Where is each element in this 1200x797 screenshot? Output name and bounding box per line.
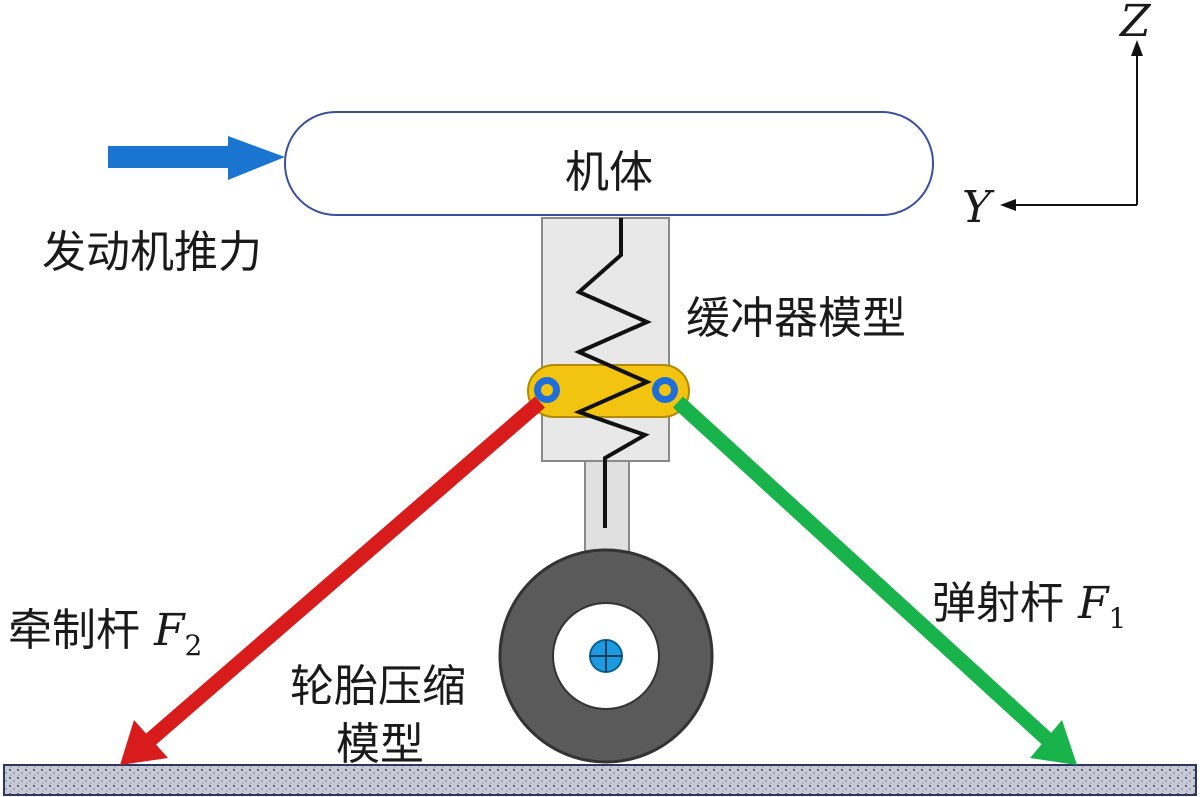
holdback-bar-text: 牵制杆	[8, 605, 140, 656]
fuselage-body	[284, 111, 934, 216]
catapult-bar-text: 弹射杆	[932, 578, 1064, 629]
thrust-arrow	[108, 136, 285, 180]
body-label: 机体	[565, 147, 653, 198]
wheel	[498, 548, 714, 764]
tire-model-label-line1: 轮胎压缩	[290, 661, 466, 712]
left-pin	[534, 377, 560, 403]
z-axis-label: Z	[1120, 0, 1151, 47]
coordinate-axes	[1000, 40, 1143, 211]
holdback-label: 牵制杆 F2	[8, 594, 202, 662]
catapult-arrow	[672, 396, 1077, 765]
engine-thrust-label: 发动机推力	[42, 227, 262, 278]
catapult-force-subscript: 1	[1108, 602, 1127, 635]
shock-absorber-label: 缓冲器模型	[686, 293, 906, 344]
spring-zigzag	[573, 218, 652, 528]
right-pin	[652, 377, 678, 403]
catapult-force-symbol: F	[1078, 578, 1109, 629]
holdback-force-symbol: F	[154, 605, 185, 656]
tire-model-label-line2: 模型	[336, 719, 424, 770]
ground-strip	[3, 764, 1197, 796]
holdback-arrow	[120, 396, 545, 765]
y-axis-label: Y	[962, 182, 992, 233]
holdback-force-subscript: 2	[184, 629, 203, 662]
catapult-label: 弹射杆 F1	[932, 567, 1126, 635]
